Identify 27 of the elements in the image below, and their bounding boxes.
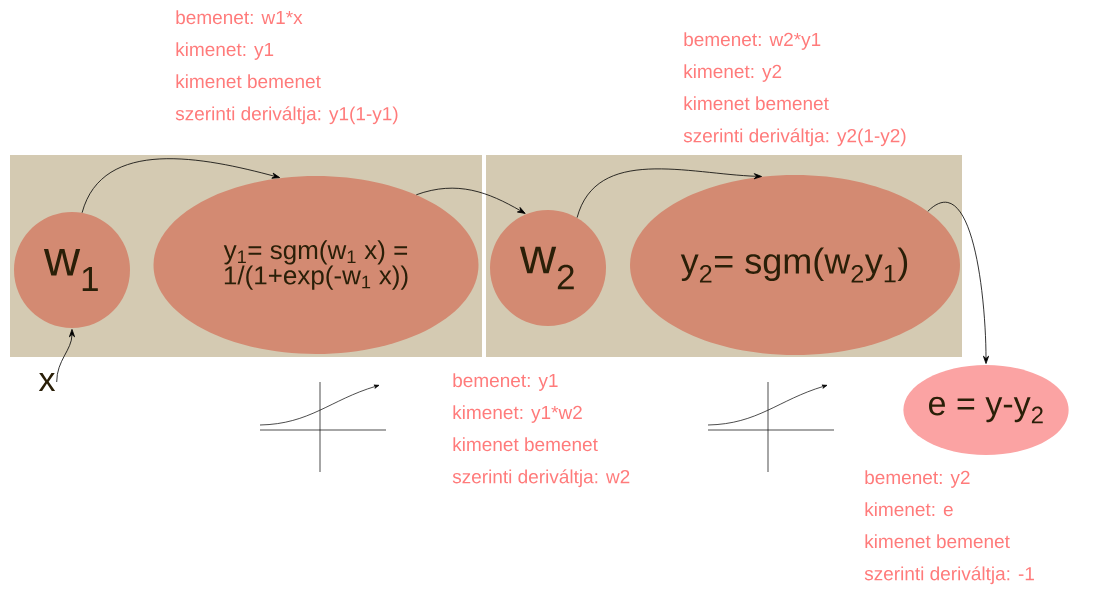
annotation-text: bemenet: w2*y1	[684, 32, 821, 50]
annotation-text: kimenet bemenet	[684, 96, 829, 111]
arrow	[81, 158, 281, 214]
annotation-text: szerinti deriváltja: -1	[864, 566, 1034, 585]
annotation-text: bemenet: y1	[453, 373, 558, 391]
circle-node: w$_{1}$	[14, 212, 130, 328]
annotation-text: kimenet: y2	[684, 64, 782, 82]
annotation-text: kimenet bemenet	[453, 437, 598, 452]
annotation-text: szerinti deriváltja: y1(1-y1)	[175, 106, 398, 125]
annotation-text: kimenet bemenet	[865, 534, 1010, 549]
annotation-text: bemenet: w1*x	[176, 10, 303, 25]
annotation-text: kimenet: y1	[176, 42, 274, 60]
annotation-text: kimenet: e	[865, 502, 953, 517]
ellipse-node: y$_{2}$= sgm(w$_{2}$y$_{1}$)	[630, 175, 960, 355]
ellipse-node: y$_{1}$= sgm(w$_{1}$ x) = 1/(1+exp(-w$_{1}$ x))	[153, 176, 479, 354]
arrow	[927, 202, 990, 364]
annotation-text: kimenet bemenet	[176, 74, 321, 89]
annotation-text: kimenet: y1*w2	[453, 405, 582, 423]
circle-node: w$_{2}$	[490, 210, 606, 326]
arrow	[415, 187, 526, 214]
input-label: x	[38, 373, 56, 391]
ellipse-node: e = y-y$_{2}$	[903, 365, 1069, 455]
arrow	[56, 329, 76, 383]
annotation-text: bemenet: y2	[865, 470, 970, 488]
annotation-text: szerinti deriváltja: y2(1-y2)	[683, 128, 906, 147]
arrow	[576, 168, 762, 218]
annotation-text: szerinti deriváltja: w2	[452, 469, 630, 488]
